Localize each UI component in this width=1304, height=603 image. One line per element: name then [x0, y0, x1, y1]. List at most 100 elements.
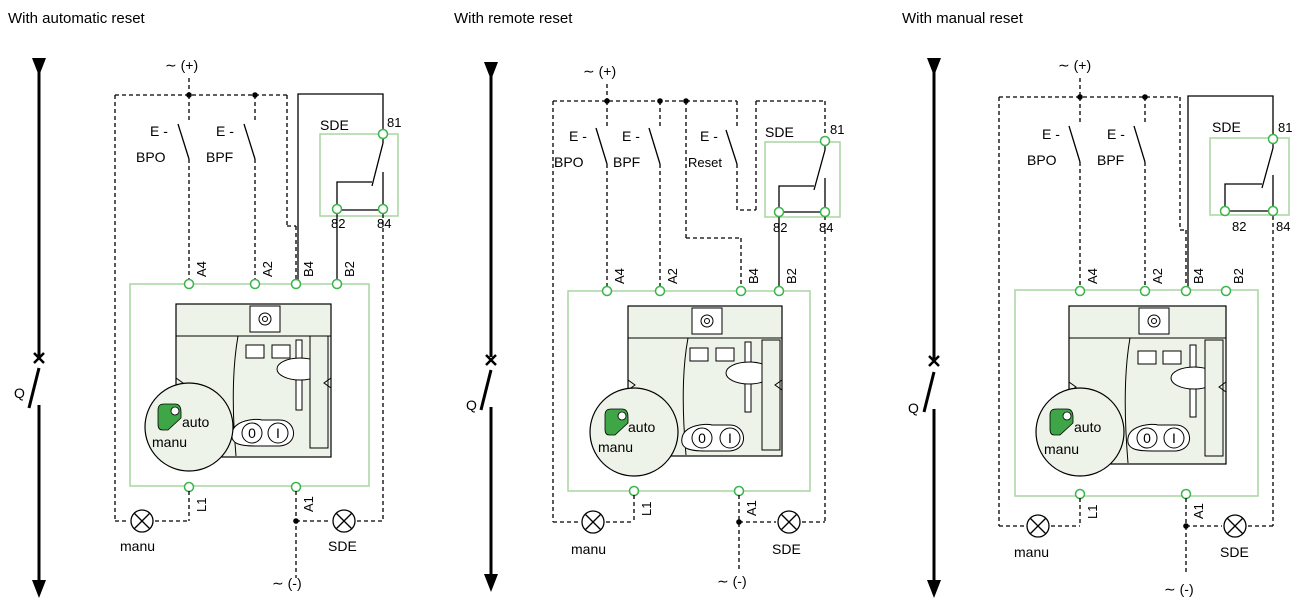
t81-label: 81 [830, 122, 844, 137]
reset-pushbutton-symbol: E - [700, 128, 718, 144]
breaker-q [27, 58, 46, 598]
t84-label: 84 [819, 220, 833, 235]
bpo-label: BPO [554, 154, 584, 170]
terminal-82 [773, 206, 785, 218]
a1-label: A1 [301, 496, 316, 512]
terminal-b2 [773, 285, 785, 297]
a1-label: A1 [744, 500, 759, 516]
device-module [129, 283, 370, 487]
a2-label: A2 [260, 261, 275, 277]
reset-label: Reset [688, 155, 722, 170]
supply-negative: ∼ (-) [1164, 581, 1194, 597]
on-button-label: I [728, 430, 732, 446]
terminal-a1 [733, 485, 745, 497]
b4-label: B4 [301, 261, 316, 277]
panel-title-manual: With manual reset [902, 10, 1023, 27]
t81-label: 81 [387, 115, 401, 130]
terminal-a4 [601, 285, 613, 297]
t82-label: 82 [1232, 219, 1246, 234]
t82-label: 82 [331, 216, 345, 231]
terminal-b2 [331, 278, 343, 290]
selector-manu-label: manu [598, 439, 633, 455]
breaker-label: Q [466, 397, 477, 413]
auto-manu-selector: auto manu [589, 387, 679, 477]
supply-positive: ∼ (+) [1058, 57, 1091, 73]
a4-label: A4 [612, 268, 627, 284]
terminal-a1 [1180, 488, 1192, 500]
terminal-a4 [1074, 285, 1086, 297]
panel-remote: Q ∼ (+) E - BPO E - BPF E - Reset S [466, 62, 844, 592]
off-button-label: 0 [698, 430, 706, 446]
bpf-label: BPF [1097, 152, 1124, 168]
lamp-manu-label: manu [571, 541, 606, 557]
l1-label: L1 [639, 502, 654, 516]
terminal-a2 [1139, 285, 1151, 297]
lamp-sde-label: SDE [772, 541, 801, 557]
bpf-pushbutton-symbol: E - [1107, 126, 1125, 142]
terminal-84 [1267, 205, 1279, 217]
terminal-82 [331, 203, 343, 215]
sde-contact-box [319, 133, 399, 217]
terminal-b2 [1220, 285, 1232, 297]
sde-contact-box [764, 141, 841, 218]
terminal-l1 [183, 481, 195, 493]
terminal-84 [377, 203, 389, 215]
bpf-label: BPF [206, 149, 233, 165]
supply-negative: ∼ (-) [717, 573, 747, 589]
device-front: 0 I [1068, 305, 1227, 465]
lamp-sde-label: SDE [1220, 544, 1249, 560]
breaker-label: Q [908, 400, 919, 416]
bpo-pushbutton-symbol: E - [1042, 126, 1060, 142]
device-module [1014, 289, 1259, 497]
panel-automatic: Q ∼ (+) E - BPO E - BPF SDE [14, 57, 401, 598]
selector-manu-label: manu [1044, 441, 1079, 457]
terminal-a2 [249, 278, 261, 290]
a1-label: A1 [1191, 503, 1206, 519]
bpf-pushbutton-symbol: E - [622, 128, 640, 144]
breaker-q [922, 58, 941, 598]
terminal-b4 [290, 278, 302, 290]
auto-manu-selector: auto manu [144, 382, 234, 472]
selector-auto-label: auto [1074, 419, 1101, 435]
t82-label: 82 [773, 220, 787, 235]
b4-label: B4 [746, 268, 761, 284]
a4-label: A4 [194, 261, 209, 277]
terminal-b4 [1180, 285, 1192, 297]
terminal-a4 [183, 278, 195, 290]
bpo-label: BPO [136, 149, 166, 165]
a4-label: A4 [1085, 268, 1100, 284]
t84-label: 84 [377, 216, 391, 231]
terminal-84 [819, 206, 831, 218]
terminal-81 [819, 135, 831, 147]
t84-label: 84 [1276, 219, 1290, 234]
b2-label: B2 [342, 261, 357, 277]
sde-contact-label: SDE [320, 117, 349, 133]
b2-label: B2 [784, 268, 799, 284]
lamp-manu-label: manu [120, 538, 155, 554]
a2-label: A2 [1150, 268, 1165, 284]
terminal-82 [1219, 205, 1231, 217]
sde-contact-box [1209, 137, 1290, 216]
bpf-label: BPF [613, 154, 640, 170]
sde-contact-label: SDE [1212, 119, 1241, 135]
terminal-81 [377, 128, 389, 140]
panel-title-remote: With remote reset [454, 10, 573, 27]
panel-title-automatic: With automatic reset [8, 10, 145, 27]
terminal-a2 [654, 285, 666, 297]
panel-manual: Q ∼ (+) E - BPO E - BPF SDE 81 82 [908, 57, 1292, 598]
t81-label: 81 [1278, 120, 1292, 135]
supply-positive: ∼ (+) [583, 63, 616, 79]
supply-positive: ∼ (+) [165, 57, 198, 73]
lamp-manu-label: manu [1014, 544, 1049, 560]
l1-label: L1 [194, 498, 209, 512]
breaker-label: Q [14, 385, 25, 401]
breaker-q [479, 62, 498, 592]
device-front: 0 I [627, 305, 783, 457]
selector-auto-label: auto [628, 419, 655, 435]
on-button-label: I [1172, 430, 1176, 446]
b4-label: B4 [1191, 268, 1206, 284]
terminal-l1 [1074, 488, 1086, 500]
terminal-l1 [628, 485, 640, 497]
off-button-label: 0 [248, 425, 256, 441]
